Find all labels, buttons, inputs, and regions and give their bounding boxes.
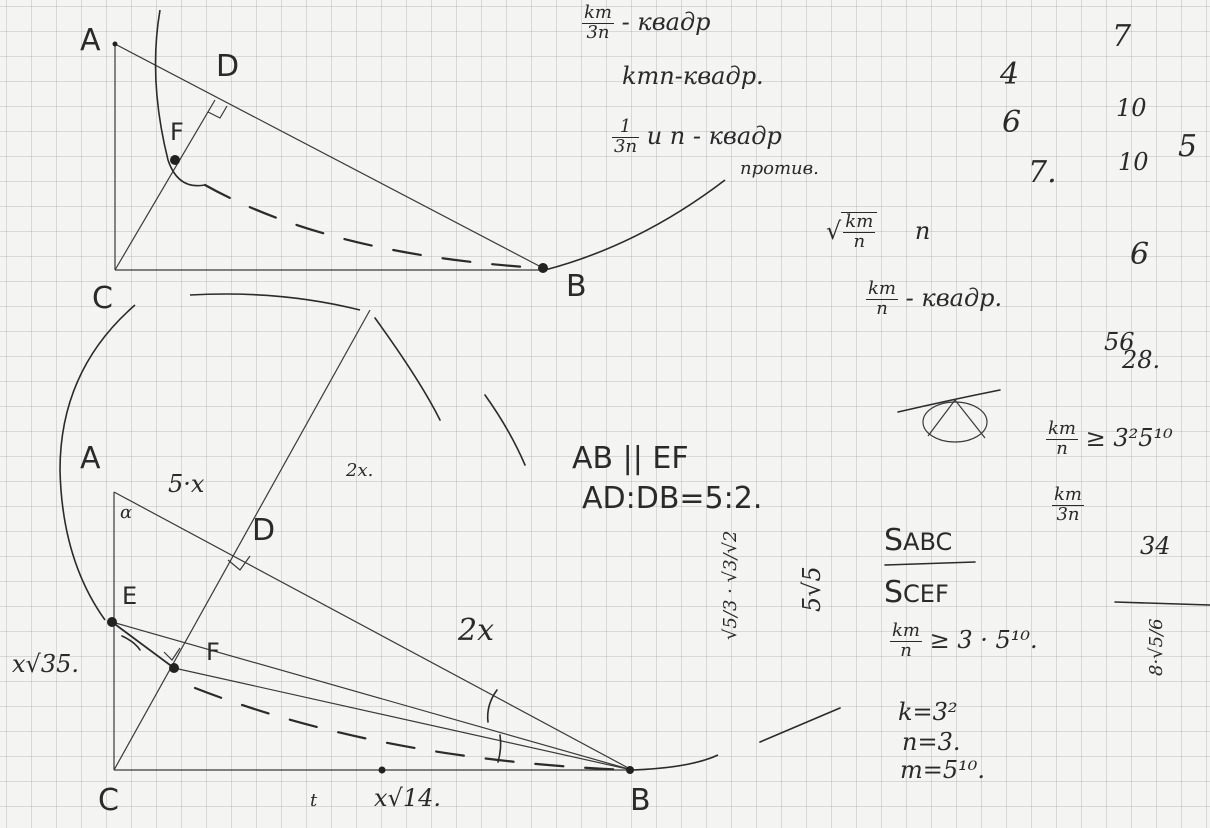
top-arc-right — [544, 179, 726, 271]
bottom-angle-arc-2 — [497, 734, 502, 763]
bottom-label-a: A — [80, 441, 101, 476]
small-triangle-doodle — [927, 399, 986, 439]
note-s-abc: SABC — [884, 523, 953, 558]
bottom-right-angle-mark-f — [163, 647, 181, 661]
bottom-segment-ef — [111, 621, 633, 771]
top-triangle-figure — [112, 9, 726, 273]
top-dashed-arc — [203, 183, 542, 270]
note-protiv: npотив. — [740, 158, 819, 179]
top-label-b: B — [566, 269, 587, 304]
bottom-segment-e-f — [111, 621, 175, 669]
top-label-a: A — [80, 23, 101, 58]
col-34: 34 — [1140, 532, 1171, 560]
bottom-label-b: B — [630, 783, 651, 818]
right-edge-stroke — [1114, 601, 1210, 606]
label-x-sqrt35: x√35. — [12, 650, 79, 678]
bottom-label-c: C — [98, 783, 119, 818]
label-2x: 2x — [458, 613, 495, 648]
bottom-segment-fb — [173, 667, 633, 771]
note-vertical-fraction: √5/3 · √3/√2 — [720, 530, 741, 640]
col-56: 56 — [1104, 328, 1135, 356]
bottom-triangle-figure — [59, 293, 719, 774]
label-t: t — [310, 790, 318, 811]
col2-value-4: 5 — [1178, 129, 1198, 164]
col1-value-1: 4 — [1000, 57, 1020, 92]
bottom-side-mark-dot — [378, 766, 386, 774]
top-right-angle-mark — [207, 105, 228, 119]
note-k-value: k=3² — [898, 698, 958, 726]
notes-doodles — [759, 389, 1210, 743]
col2-value-2: 10 — [1116, 94, 1147, 122]
bottom-arc-right — [631, 754, 719, 771]
bottom-label-e: E — [122, 582, 138, 610]
bottom-point-e-dot — [107, 617, 117, 627]
note-vertical-5sqrt5: 5√5 — [798, 566, 826, 612]
bottom-small-arc-e — [121, 635, 141, 651]
bottom-line-cd-extended — [113, 309, 371, 771]
note-s-cef: SCEF — [884, 575, 949, 610]
top-altitude-cd — [114, 99, 216, 271]
vertical-frac-bar — [759, 707, 841, 743]
top-arc-left — [154, 9, 206, 187]
note-ab-parallel-ef: AB || EF — [572, 441, 689, 476]
bottom-label-d: D — [252, 513, 276, 548]
note-n-value: n=3. — [902, 728, 961, 756]
top-point-f-dot — [170, 155, 180, 165]
top-label-c: C — [92, 281, 113, 316]
bottom-angle-arc-1 — [486, 689, 498, 723]
col1-value-3: 7. — [1028, 155, 1057, 190]
label-2x-top: 2x. — [346, 460, 374, 481]
note-m-value: m=5¹⁰. — [900, 756, 986, 784]
note-right-edge-fraction: 8·√5/6 — [1146, 618, 1167, 676]
label-alpha: α — [120, 502, 133, 523]
note-ad-db-ratio: AD:DB=5:2. — [582, 481, 763, 516]
bottom-stroke-2 — [484, 394, 526, 466]
col2-value-1: 7 — [1112, 19, 1132, 54]
top-point-a-dot — [112, 41, 118, 47]
small-circle-doodle — [922, 401, 988, 443]
col2-value-3: 10 — [1118, 148, 1149, 176]
note-kmn-kvadr: kmn-квадр. — [622, 62, 764, 90]
bottom-label-f: F — [206, 638, 220, 666]
top-label-f: F — [170, 118, 184, 146]
bottom-dashed-arc — [193, 686, 630, 772]
bottom-side-ab — [113, 491, 633, 771]
bottom-stroke-1 — [374, 317, 441, 421]
cross-out-stroke — [897, 389, 1001, 413]
bottom-point-f-dot — [169, 663, 179, 673]
top-point-b-dot — [538, 263, 548, 273]
label-5x: 5·x — [168, 470, 205, 498]
bottom-arc-top — [189, 293, 361, 311]
bottom-big-arc — [59, 304, 136, 621]
bottom-point-b-dot — [626, 766, 634, 774]
bottom-right-angle-mark-d — [227, 555, 251, 571]
label-x-sqrt14: x√14. — [374, 784, 441, 812]
top-label-d: D — [216, 49, 240, 84]
top-side-ab — [114, 43, 544, 269]
col-six: 6 — [1130, 237, 1150, 272]
underline-sabc — [884, 561, 976, 566]
col1-value-2: 6 — [1002, 105, 1022, 140]
col-28: 28. — [1122, 346, 1161, 374]
